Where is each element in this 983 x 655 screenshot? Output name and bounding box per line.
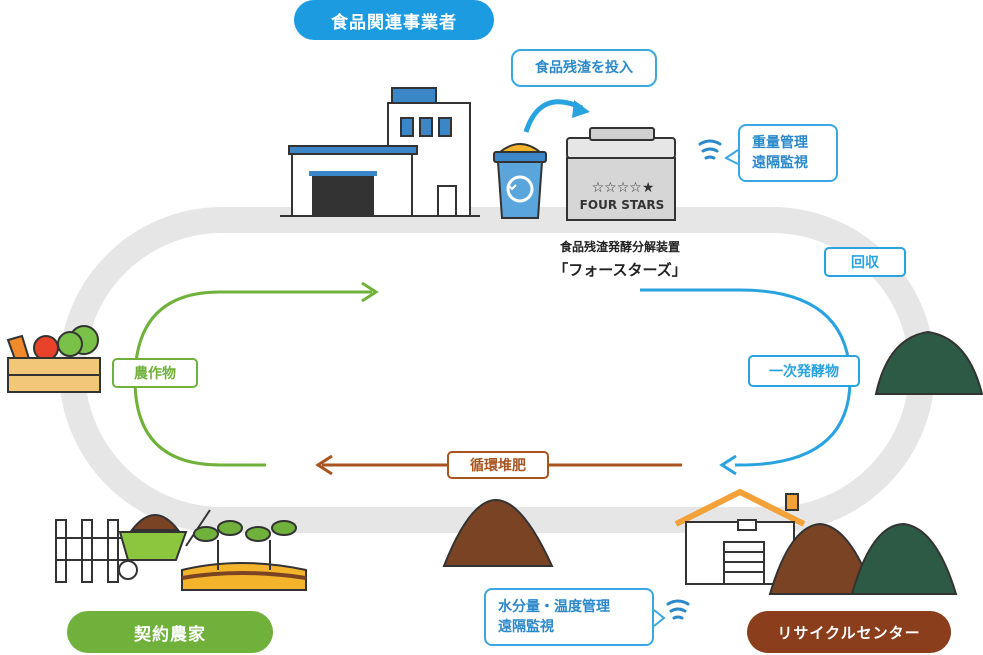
vegetable-crate-icon	[6, 325, 101, 393]
weight-line2: 遠隔監視	[752, 155, 808, 171]
fourstars-device	[566, 127, 676, 221]
recycle-center-illustration	[674, 488, 958, 595]
food-business-label: 食品関連事業者	[294, 0, 494, 40]
ferment-pile	[874, 330, 983, 395]
contract-farmer-label: 契約農家	[67, 611, 273, 653]
moisture-line1: 水分量・温度管理	[498, 599, 610, 615]
device-caption: 食品残渣発酵分解装置 「フォースターズ」	[520, 238, 720, 280]
collect-tag: 回収	[824, 247, 906, 277]
primary-ferment-tag: 一次発酵物	[748, 355, 860, 387]
farm-illustration	[55, 509, 307, 591]
moisture-monitor-bubble: 水分量・温度管理 遠隔監視	[484, 588, 654, 646]
factory-illustration	[280, 87, 480, 217]
compost-pile	[442, 498, 554, 567]
recycle-bin-icon	[493, 143, 547, 219]
moisture-line2: 遠隔監視	[498, 619, 554, 635]
device-caption-line1: 食品残渣発酵分解装置	[559, 240, 680, 254]
recycle-center-label: リサイクルセンター	[747, 611, 951, 653]
device-stars: ☆☆☆☆★	[591, 180, 655, 196]
input-waste-bubble: 食品残渣を投入	[511, 49, 657, 87]
device-caption-line2: 「フォースターズ」	[553, 261, 687, 279]
device-brand: FOUR STARS	[579, 198, 665, 212]
input-waste-text: 食品残渣を投入	[535, 60, 633, 76]
crops-tag: 農作物	[112, 358, 198, 388]
weight-line1: 重量管理	[752, 135, 808, 151]
wifi-icon	[666, 599, 690, 620]
wifi-icon	[698, 139, 722, 160]
compost-tag: 循環堆肥	[447, 451, 549, 479]
weight-monitor-bubble: 重量管理 遠隔監視	[738, 124, 838, 182]
